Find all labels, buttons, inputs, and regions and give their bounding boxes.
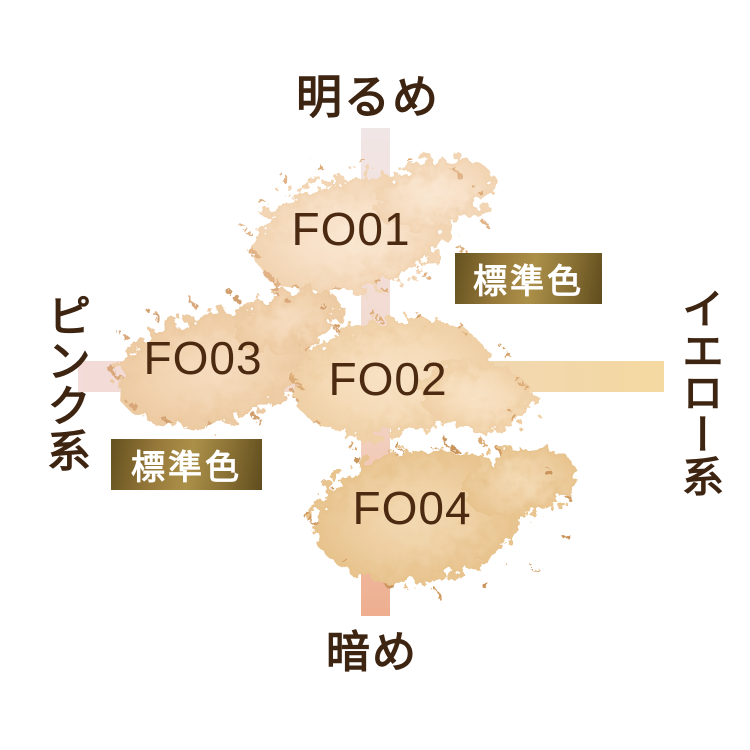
axis-label-pink-base: ピンク系 xyxy=(40,293,89,473)
shade-label-fo03: FO03 xyxy=(143,332,263,384)
standard-color-badge-fo02: 標準色 xyxy=(455,253,602,304)
axis-label-darker: 暗め xyxy=(326,628,418,677)
axis-label-brighter: 明るめ xyxy=(296,71,440,123)
shade-label-fo01: FO01 xyxy=(291,203,411,255)
standard-color-badge-fo03: 標準色 xyxy=(111,439,262,490)
shade-label-fo04: FO04 xyxy=(352,482,472,534)
shade-label-fo02: FO02 xyxy=(328,353,448,405)
axis-label-yellow-base: イエロー系 xyxy=(676,287,724,497)
